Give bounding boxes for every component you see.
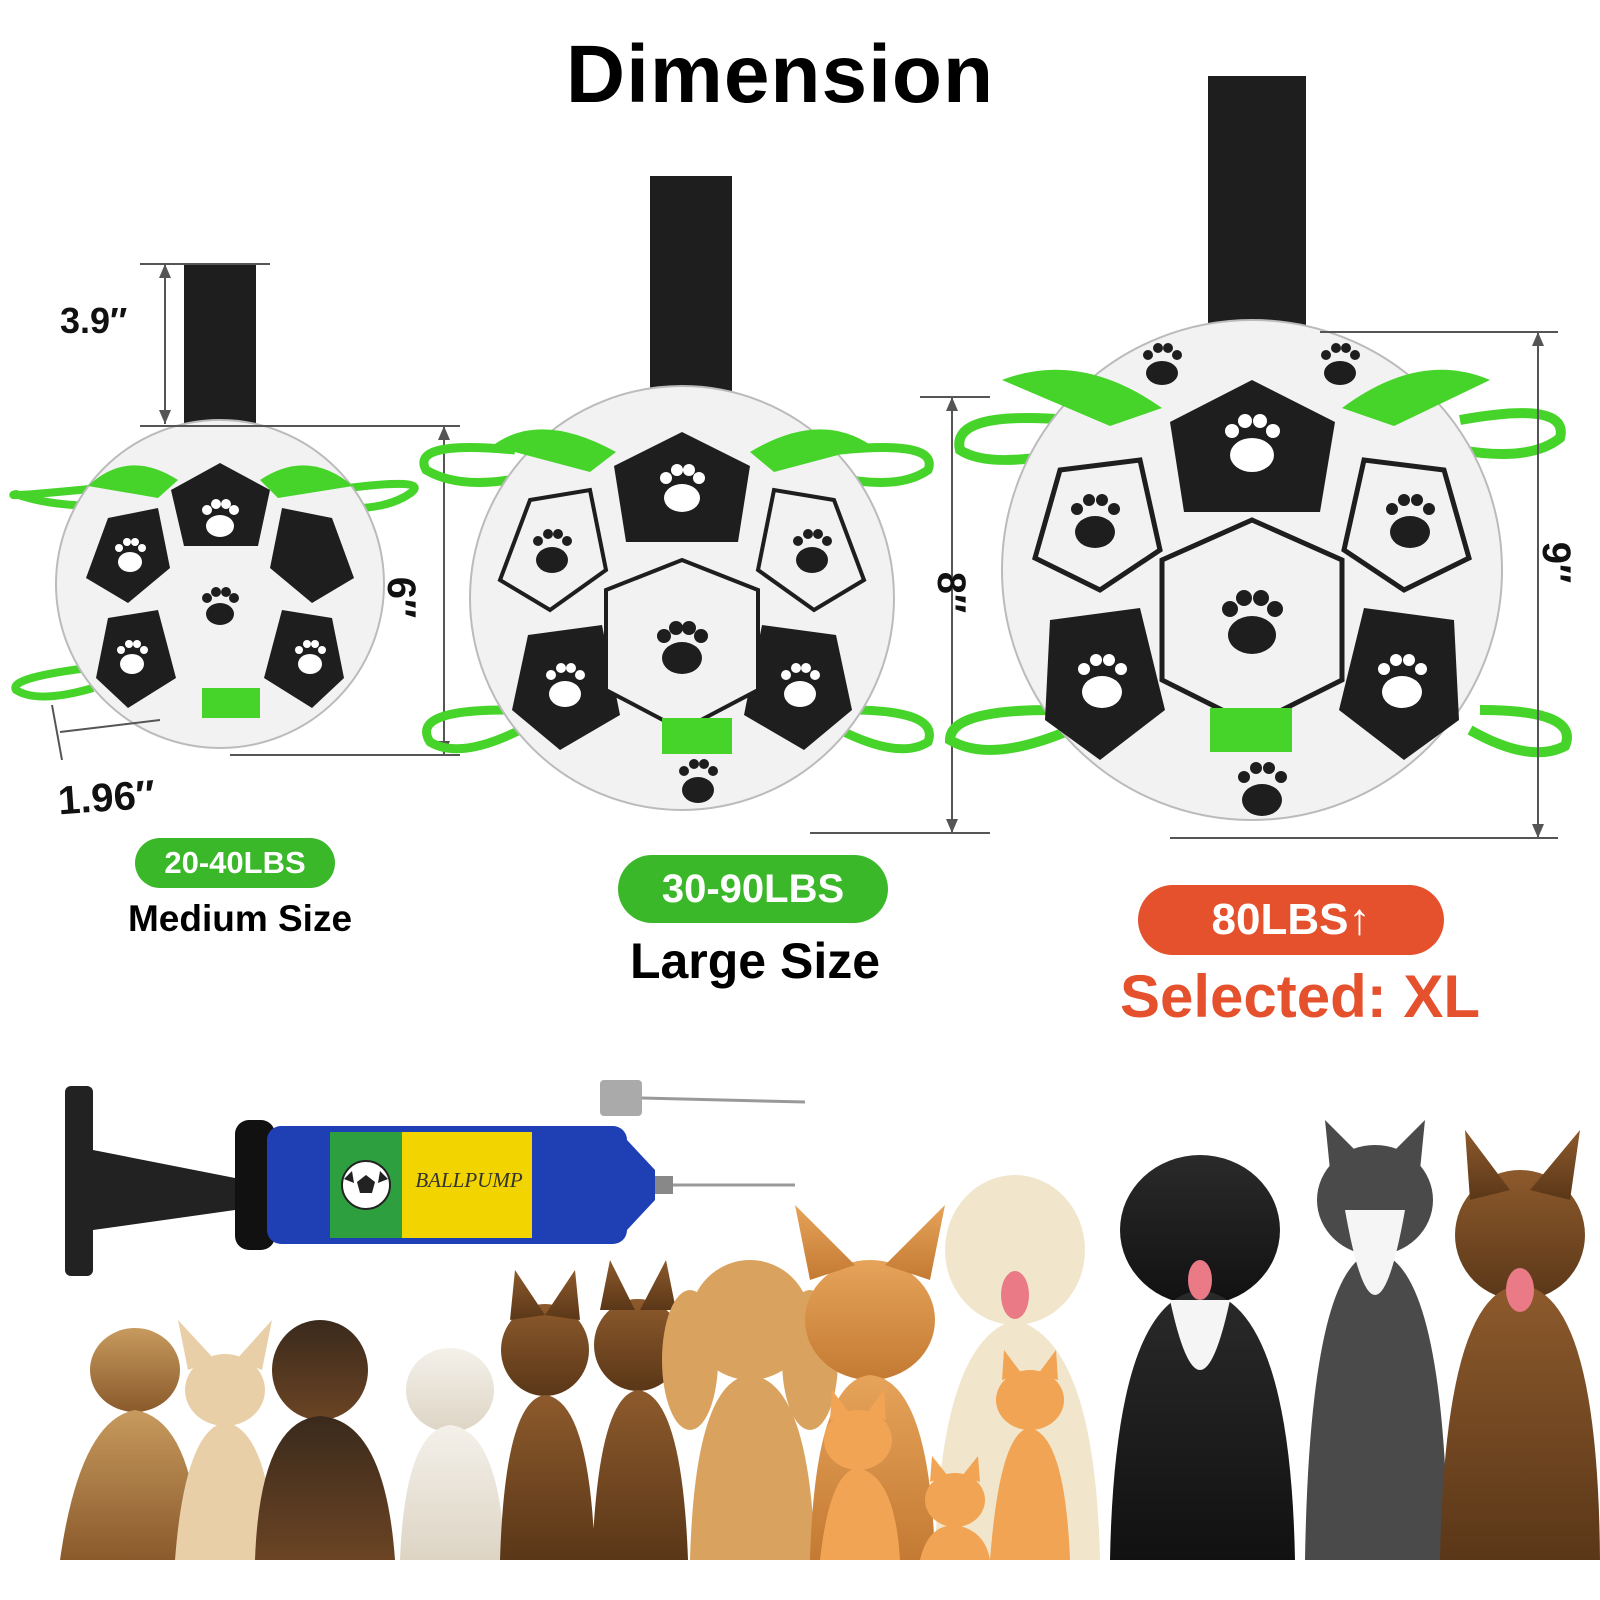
soccer-ball-icon [341,1160,391,1210]
paw-icon [1071,494,1120,548]
ball-medium [9,264,419,749]
paw-icon [1321,343,1360,385]
diameter-label-large: 8″ [929,571,974,614]
green-tab [88,465,178,498]
paw-icon [202,499,239,537]
cat-silhouette-icon [820,1350,1070,1560]
dog-silhouette-icon [1440,1130,1600,1560]
paw-icon [533,529,572,573]
green-tab [260,465,353,498]
pump-handle-shaft [93,1150,235,1230]
pump-nozzle [627,1140,655,1230]
strap-medium [184,264,256,434]
dog-silhouette-icon [1305,1120,1448,1560]
paw-icon [546,663,585,707]
ball-pump [65,1080,806,1276]
loop-right-top [342,479,419,513]
dog-silhouette-icon [592,1260,688,1560]
loop [837,705,934,754]
dog-silhouette-icon [400,1348,505,1560]
loop [1459,408,1566,459]
strap-xl [1208,76,1306,346]
paw-icon [117,640,148,674]
dog-silhouette-icon [255,1320,395,1560]
weight-badge-xl: 80LBS↑ [1138,885,1444,955]
diameter-label-xl: 9″ [1534,541,1579,584]
paw-icon [115,538,146,572]
paw-icon [1386,494,1435,548]
loop [839,443,934,487]
pump-label-yellow [402,1132,532,1238]
green-tab [1342,369,1490,426]
paw-icon [295,640,326,674]
panel [270,508,354,603]
dog-group [60,1120,1600,1560]
dimension-lines-xl [1170,331,1558,839]
dog-silhouette-icon [662,1260,838,1560]
green-tab [202,688,260,718]
paw-icon [657,621,708,674]
spare-needle-base [600,1080,642,1116]
green-tab [750,429,872,472]
pump-label-text: BALLPUMP [415,1168,523,1192]
dimension-lines-large [810,396,990,834]
pump-nozzle-tip [655,1176,673,1194]
loop [1467,705,1572,758]
loop [944,705,1072,755]
paw-icon [781,663,820,707]
page-title: Dimension [565,29,995,120]
spare-needle [641,1096,806,1104]
paw-icon [1143,343,1182,385]
paw-icon [305,540,336,574]
ball-large [419,176,934,811]
loop [422,705,523,754]
strap-large [650,176,732,396]
paw-icon [1378,654,1427,708]
paw-icon [1225,414,1280,472]
green-tab [1210,708,1292,752]
size-name-large: Large Size [629,933,881,989]
size-name-medium: Medium Size [127,898,353,939]
paw-icon [1222,590,1283,654]
dog-silhouette-icon [1110,1155,1295,1560]
paw-icon [1078,654,1127,708]
pump-handle-grip [65,1086,93,1276]
green-tab [1002,369,1162,426]
weight-badge-large: 30-90LBS [618,855,888,923]
dog-silhouette-icon [500,1270,595,1560]
tab-width-label: 1.96′′ [56,772,157,824]
size-name-xl: Selected: XL [1119,963,1481,1030]
green-tab [492,429,616,472]
paw-icon [660,464,705,512]
loop [419,443,521,487]
pump-cap-left [235,1120,275,1250]
dog-silhouette-icon [175,1320,275,1560]
strap-length-label: 3.9″ [60,300,128,341]
ball-xl [944,76,1572,821]
weight-badge-medium: 20-40LBS [135,838,335,888]
paw-icon [1238,762,1287,816]
diameter-label-medium: 6″ [379,576,424,619]
paw-icon [202,587,239,625]
loop-left-bottom [11,664,95,701]
green-tab [662,718,732,754]
paw-icon [793,529,832,573]
paw-icon [679,759,718,803]
dog-silhouette-icon [60,1328,200,1560]
